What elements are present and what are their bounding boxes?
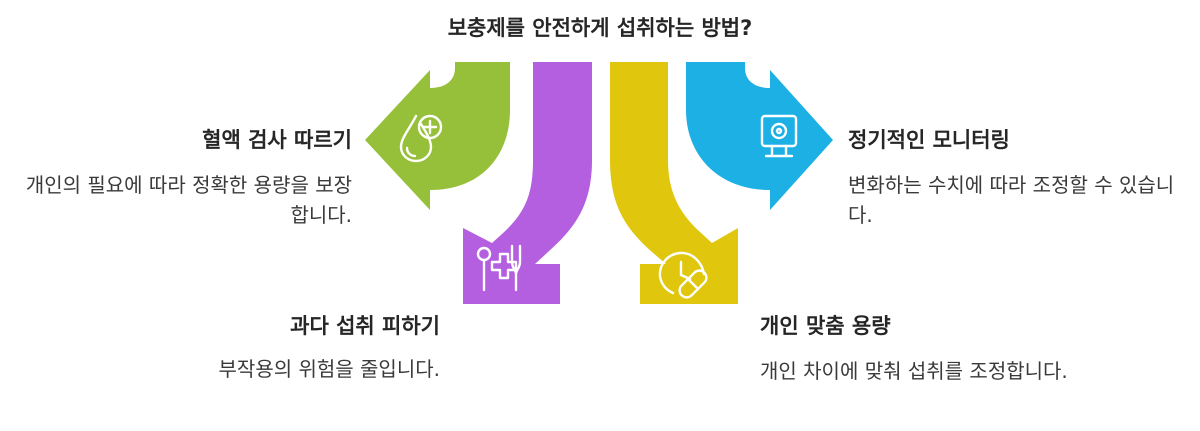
arrow-monitoring xyxy=(686,62,833,210)
arrow-avoid-overdose xyxy=(463,62,592,304)
diagram-title: 보충제를 안전하게 섭취하는 방법? xyxy=(447,16,753,40)
description-personal-dose: 개인 차이에 맞춰 섭취를 조정합니다. xyxy=(760,359,1068,383)
blood-drop-plus-icon xyxy=(399,114,443,163)
arrow-personal-dose xyxy=(610,62,738,304)
heading-blood-test: 혈액 검사 따르기 xyxy=(202,128,352,152)
heading-avoid-overdose: 과다 섭취 피하기 xyxy=(290,314,440,338)
monitor-icon xyxy=(760,114,798,158)
heading-monitoring: 정기적인 모니터링 xyxy=(848,128,1010,152)
clock-pill-icon xyxy=(658,251,708,299)
heading-personal-dose: 개인 맞춤 용량 xyxy=(760,314,891,338)
fork-medical-cross-icon xyxy=(476,244,522,292)
description-avoid-overdose: 부작용의 위험을 줄입니다. xyxy=(218,357,440,381)
description-monitoring: 변화하는 수치에 따라 조정할 수 있습니다. xyxy=(848,173,1175,227)
description-blood-test: 개인의 필요에 따라 정확한 용량을 보장합니다. xyxy=(25,173,352,227)
